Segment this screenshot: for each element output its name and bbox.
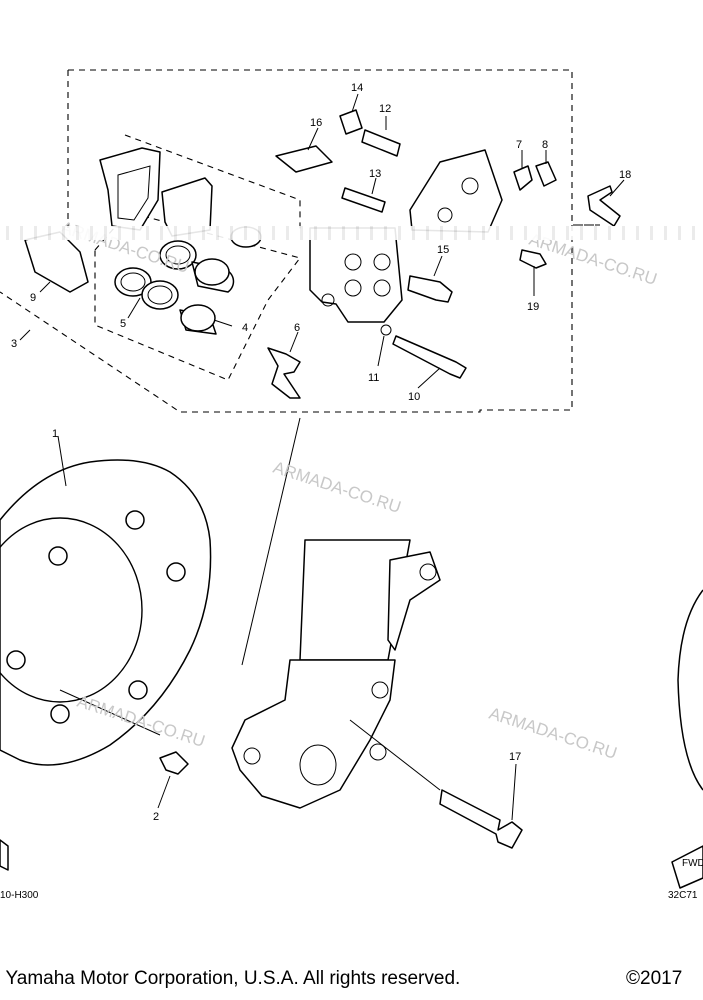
callout-15: 15 [437, 244, 449, 256]
drawing-code-left: 10-H300 [0, 890, 39, 901]
fwd-arrow-right [671, 845, 703, 889]
caliper-body [309, 227, 403, 323]
brake-disc [0, 459, 212, 766]
disc-bolt-hole-6 [128, 680, 148, 700]
disc-bolt-hole-1 [48, 546, 68, 566]
brake-pad-rear-friction [117, 165, 151, 221]
piston-seal-2 [114, 267, 152, 297]
callout-13: 13 [369, 168, 381, 180]
piston-seal-1 [159, 240, 197, 270]
axle-bolt [439, 789, 523, 849]
copyright-year: ©2017 [626, 968, 683, 989]
slide-pin-13 [341, 187, 386, 213]
pad-support-clip [267, 347, 301, 399]
brake-pad-rear [99, 147, 161, 231]
caliper-bracket [409, 149, 503, 233]
disc-bolt-hole-2 [125, 510, 145, 530]
callout-16: 16 [310, 117, 322, 129]
caliper-port-4 [373, 279, 391, 297]
fork-bottom [231, 659, 396, 809]
callout-19: 19 [527, 301, 539, 313]
piston-seal-3 [141, 280, 179, 310]
disc-bolt-hole-3 [166, 562, 186, 582]
caliper-port-2 [373, 253, 391, 271]
fwd-label: FWD [682, 858, 703, 869]
caliper-port-1 [344, 253, 362, 271]
bleed-cap-7 [513, 165, 533, 191]
fork-axle-hole [299, 744, 337, 786]
callout-5: 5 [120, 318, 126, 330]
pin-bolt-15 [407, 275, 453, 303]
bleed-screw-8 [535, 161, 557, 187]
pad-pin-10 [392, 335, 467, 379]
washer-11 [380, 324, 392, 336]
callout-11: 11 [368, 372, 379, 384]
bracket-hole-1 [461, 177, 479, 195]
callout-14: 14 [351, 82, 363, 94]
fork-bracket-hole [419, 563, 437, 581]
callout-4: 4 [242, 322, 248, 334]
callout-17: 17 [509, 751, 521, 763]
callout-12: 12 [379, 103, 391, 115]
caliper-mount-hole [321, 293, 335, 307]
piston-1-face [194, 258, 230, 286]
brake-disc-center [0, 517, 143, 703]
callout-9: 9 [30, 292, 36, 304]
callout-18: 18 [619, 169, 631, 181]
leader-lines [19, 93, 625, 821]
piston-seal-3-inner [147, 285, 173, 305]
callout-3: 3 [11, 338, 17, 350]
callout-7: 7 [516, 139, 522, 151]
callout-1: 1 [52, 428, 58, 440]
callout-10: 10 [408, 391, 420, 403]
watermark-5: ARMADA-CO.RU [487, 704, 620, 763]
drawing-code-right: 32C71 [668, 890, 698, 901]
callout-2: 2 [153, 811, 159, 823]
fwd-arrow-left [0, 839, 9, 871]
caliper-assembly-outline [0, 69, 600, 413]
callout-6: 6 [294, 322, 300, 334]
hose-guide-18 [587, 185, 621, 227]
slide-pin-12 [361, 129, 401, 157]
fork-bracket [387, 551, 441, 651]
disc-bolt-hole-4 [6, 650, 26, 670]
bracket-hole-2 [437, 207, 453, 223]
brake-disc-right [677, 589, 703, 791]
callout-8: 8 [542, 139, 548, 151]
copyright-text: 7 Yamaha Motor Corporation, U.S.A. All r… [0, 968, 461, 989]
scan-tear-line [0, 226, 703, 240]
boot-14 [339, 109, 363, 135]
fork-mount-2 [369, 743, 387, 761]
piston-seal-1-inner [165, 245, 191, 265]
caliper-port-3 [344, 279, 362, 297]
disc-bolt-hole-5 [50, 704, 70, 724]
disc-bolt [159, 751, 189, 775]
bolt-19 [519, 249, 547, 269]
pad-spring-16 [275, 145, 333, 173]
piston-seal-2-inner [120, 272, 146, 292]
fork-mount-1 [243, 747, 261, 765]
piston-2-face [180, 304, 216, 332]
fork-mount-3 [371, 681, 389, 699]
watermark-3: ARMADA-CO.RU [271, 458, 404, 517]
